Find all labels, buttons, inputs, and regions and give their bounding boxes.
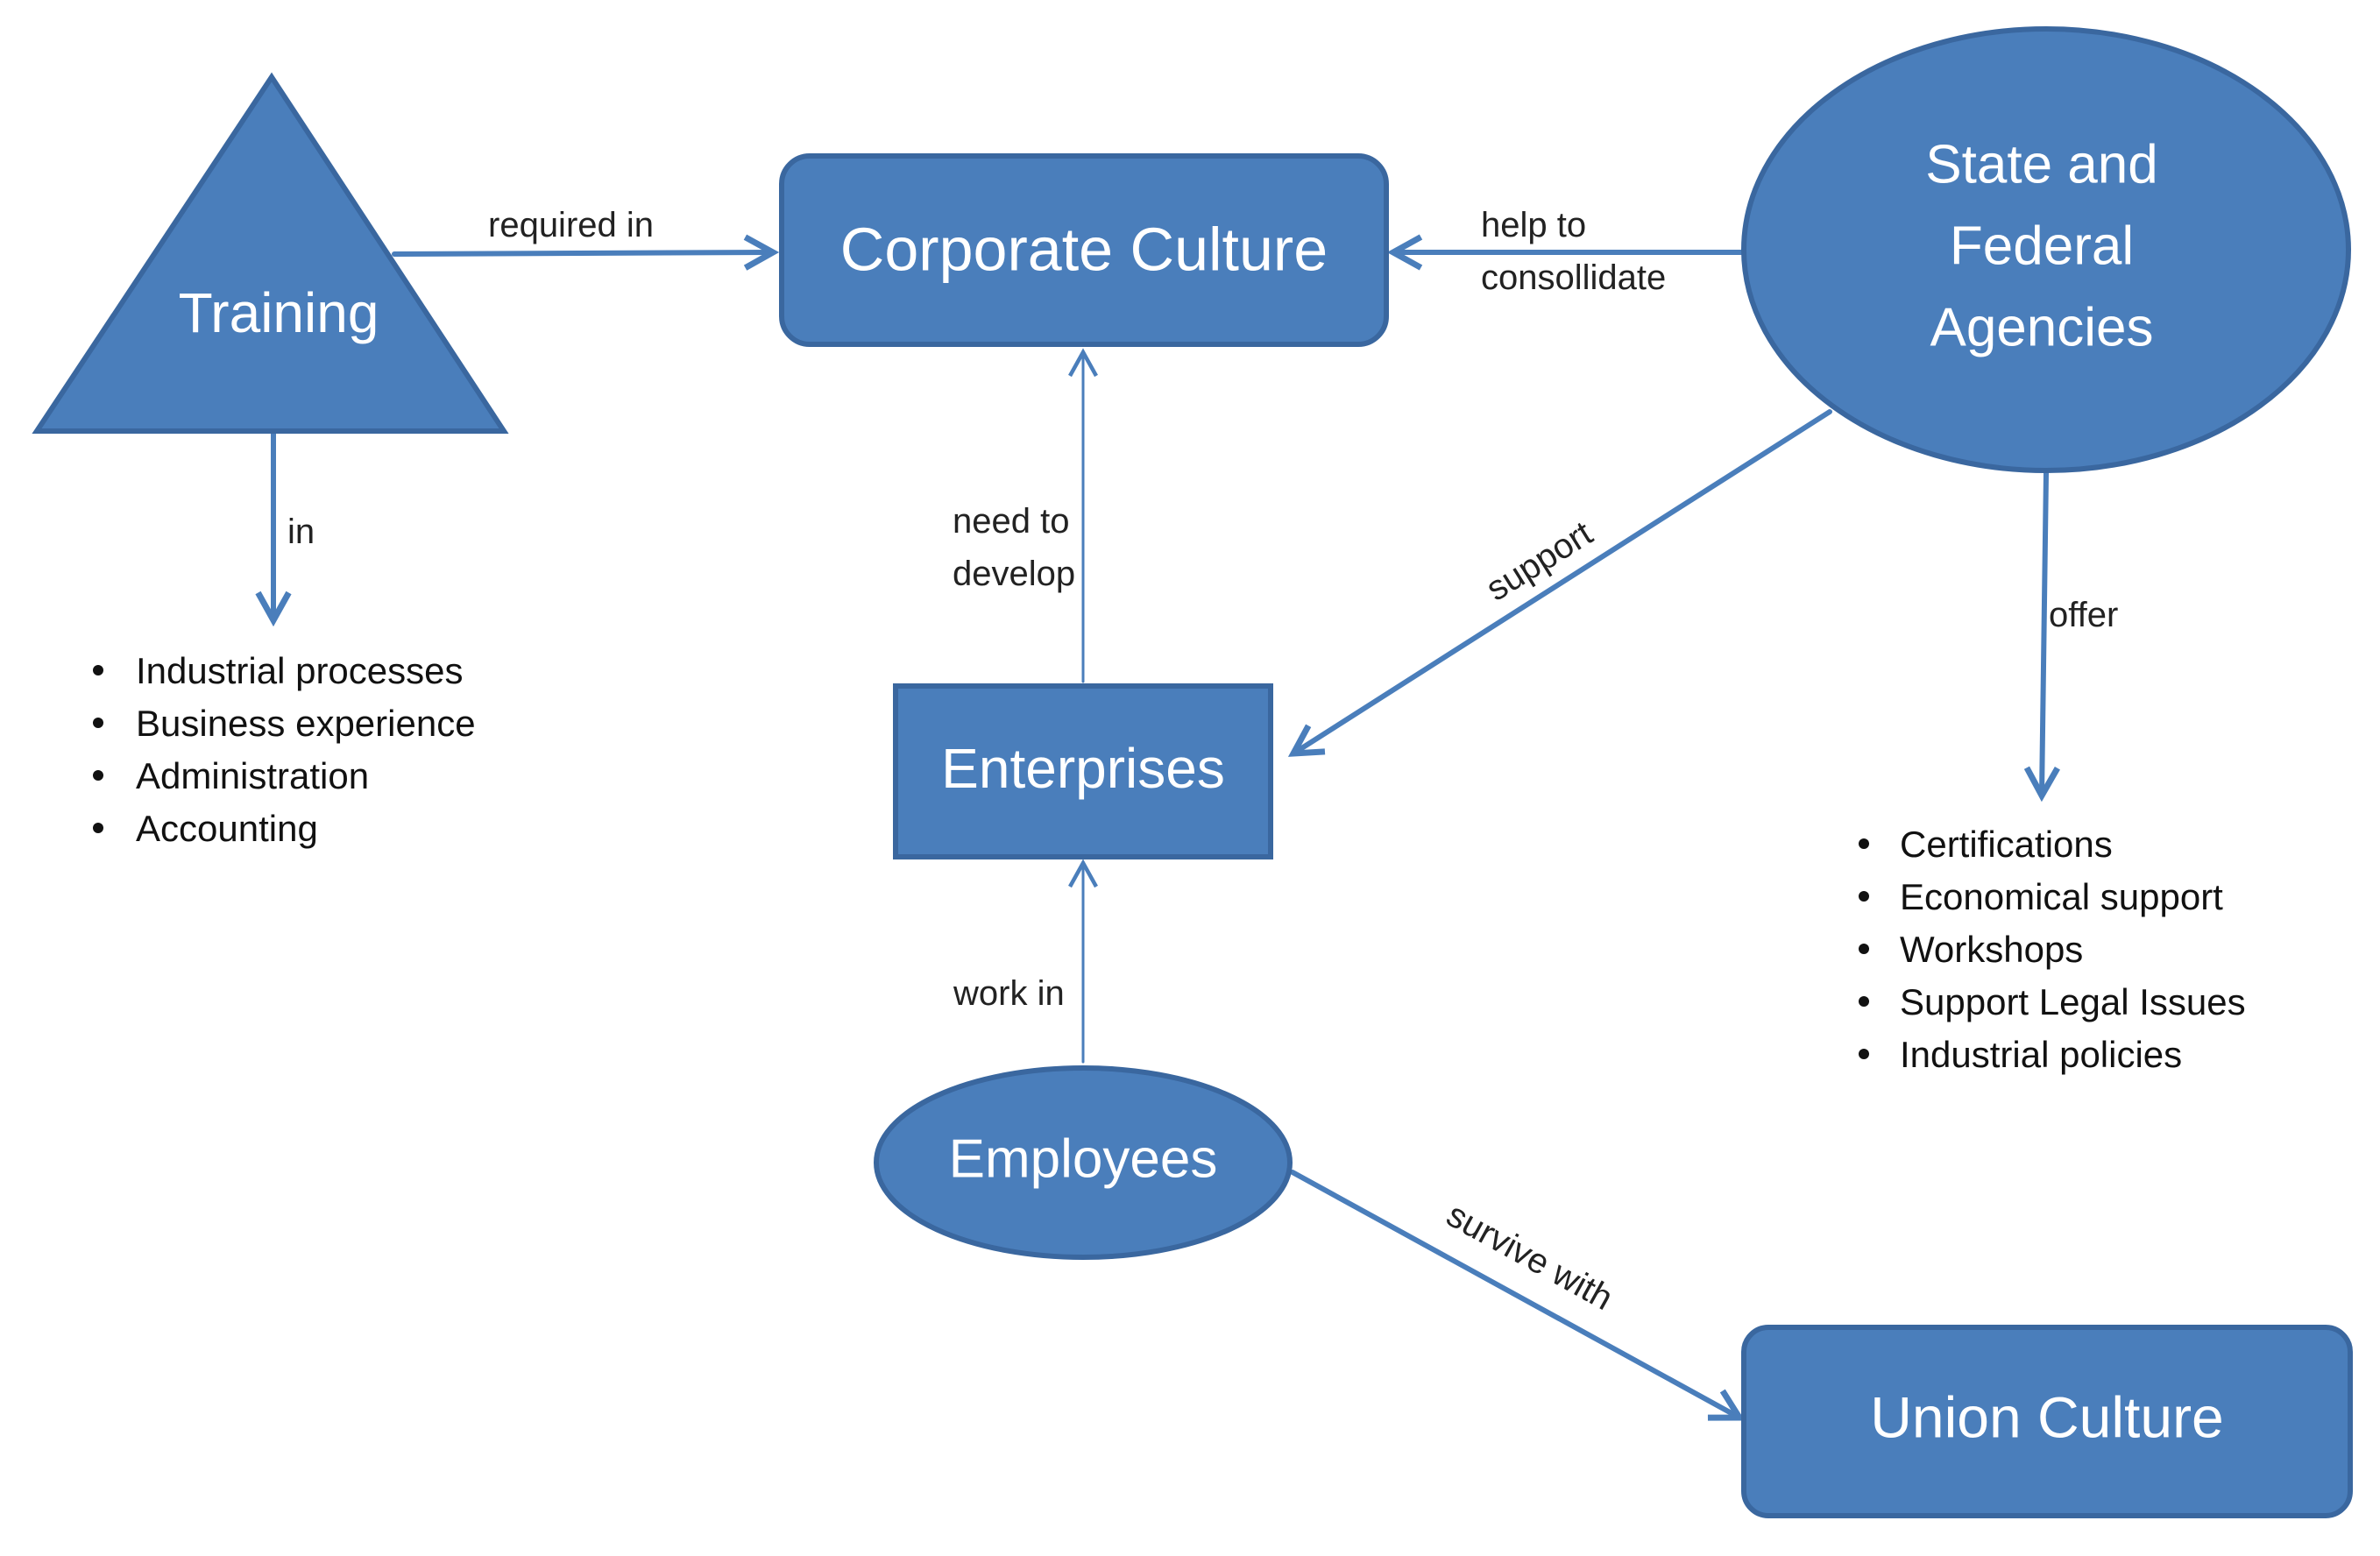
node-corporate-culture-label: Corporate Culture <box>840 215 1328 283</box>
edge-label-in: in <box>287 513 315 551</box>
list-bullet <box>93 718 103 728</box>
edge-agencies-to-enterprises <box>1293 409 1832 753</box>
list-item: Administration <box>136 755 369 796</box>
node-union-culture: Union Culture <box>1741 1325 2353 1518</box>
list-bullet <box>1859 838 1869 849</box>
training-topics-list: Industrial processes Business experience… <box>93 650 476 849</box>
node-corporate-culture: Corporate Culture <box>779 153 1389 347</box>
list-item: Accounting <box>136 808 318 849</box>
node-employees: Employees <box>874 1065 1293 1260</box>
node-enterprises-label: Enterprises <box>941 737 1225 800</box>
list-item: Certifications <box>1900 824 2113 865</box>
list-bullet <box>1859 891 1869 902</box>
list-item: Industrial policies <box>1900 1034 2182 1075</box>
list-item: Industrial processes <box>136 650 464 691</box>
node-union-culture-label: Union Culture <box>1870 1384 2224 1449</box>
list-bullet <box>1859 996 1869 1007</box>
edge-training-to-corporate <box>392 252 773 254</box>
edge-label-help-to-1: help to <box>1481 206 1586 244</box>
edge-employees-to-union <box>1290 1170 1739 1418</box>
node-agencies-label-1: State and <box>1925 134 2157 194</box>
edge-label-work-in: work in <box>953 974 1065 1013</box>
list-item: Workshops <box>1900 929 2083 970</box>
node-enterprises: Enterprises <box>893 683 1273 859</box>
list-bullet <box>93 823 103 833</box>
edge-label-help-to-2: consollidate <box>1481 258 1666 297</box>
node-training: Training <box>32 72 509 434</box>
list-bullet <box>1859 944 1869 954</box>
list-bullet <box>93 665 103 675</box>
node-agencies: State and Federal Agencies <box>1741 26 2351 473</box>
node-agencies-label-2: Federal <box>1950 216 2134 276</box>
edge-label-need-to-1: need to <box>953 502 1069 541</box>
list-item: Business experience <box>136 703 476 744</box>
list-bullet <box>1859 1049 1869 1059</box>
node-training-label: Training <box>179 281 379 344</box>
edge-label-offer: offer <box>2049 596 2118 634</box>
edge-agencies-to-offers <box>2042 470 2046 796</box>
node-employees-label: Employees <box>949 1128 1218 1189</box>
edge-label-required-in: required in <box>488 206 654 244</box>
agency-offers-list: Certifications Economical support Worksh… <box>1859 824 2246 1075</box>
list-bullet <box>93 770 103 781</box>
list-item: Economical support <box>1900 876 2223 917</box>
node-agencies-label-3: Agencies <box>1930 297 2153 357</box>
list-item: Support Legal Issues <box>1900 981 2246 1022</box>
edge-label-need-to-2: develop <box>953 555 1075 593</box>
